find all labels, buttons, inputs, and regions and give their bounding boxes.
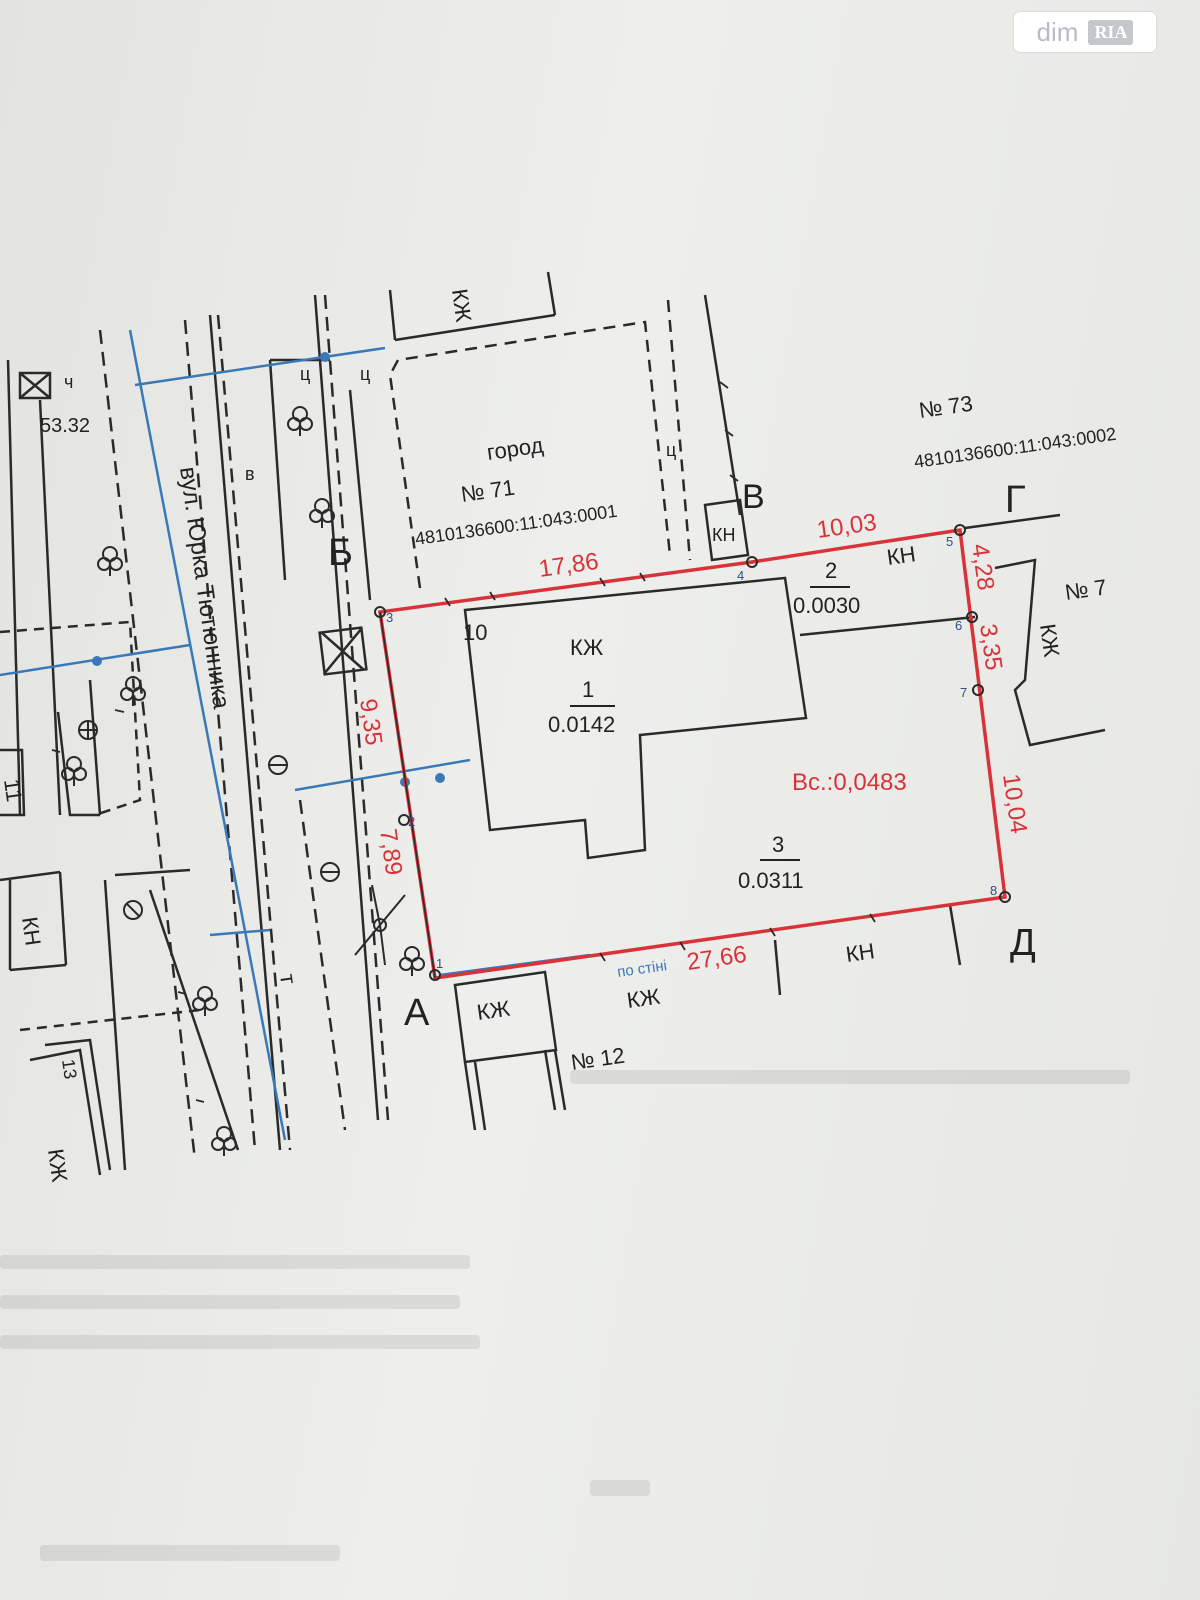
zone-1-id: 1 bbox=[582, 677, 594, 702]
elevation-label: 53.32 bbox=[40, 415, 90, 437]
point-B-label: Б bbox=[328, 532, 353, 574]
watermark-brand: dim bbox=[1036, 16, 1079, 47]
kn-shed: КН bbox=[712, 525, 735, 545]
plot-71-title: город bbox=[485, 432, 545, 465]
vertex-5: 5 bbox=[946, 534, 953, 549]
tree-icon bbox=[61, 406, 425, 1156]
kzh-12-box: КЖ bbox=[475, 995, 512, 1024]
point-G-label: Г bbox=[1005, 479, 1026, 521]
zone-2-area: 0.0030 bbox=[793, 593, 860, 618]
point-V-label: В bbox=[742, 478, 765, 516]
ts-label-2: ц bbox=[666, 440, 676, 460]
kzh-top: КЖ bbox=[447, 287, 476, 324]
vertex-markers bbox=[374, 524, 1011, 981]
plot-71-cadastral: 4810136600:11:043:0001 bbox=[414, 501, 619, 549]
vertex-8: 8 bbox=[990, 883, 997, 898]
street-lines bbox=[98, 294, 390, 1161]
zone-1-type: КЖ bbox=[570, 635, 604, 660]
plot-7-number: № 7 bbox=[1063, 574, 1108, 605]
plot-73-number: № 73 bbox=[917, 391, 974, 423]
total-area: Вс.:0,0483 bbox=[792, 769, 907, 796]
kzh-12: КЖ bbox=[625, 983, 662, 1012]
dim-da: 27,66 bbox=[685, 941, 748, 976]
dim-7d: 10,04 bbox=[997, 772, 1032, 835]
watermark-mark: RIA bbox=[1088, 19, 1134, 45]
vertex-6: 6 bbox=[955, 618, 962, 633]
v-label: в bbox=[245, 464, 255, 484]
dim-bv: 17,86 bbox=[537, 548, 600, 583]
kzh-7: КЖ bbox=[1035, 622, 1064, 659]
dim-ab: 9,35 bbox=[354, 697, 387, 747]
ts-label-3: ц bbox=[300, 364, 310, 384]
point-A-label: А bbox=[404, 992, 430, 1034]
dim-67: 3,35 bbox=[974, 622, 1007, 672]
plot-12-outline bbox=[453, 970, 567, 1131]
bleed-through-text bbox=[0, 1070, 1130, 1561]
vertex-4: 4 bbox=[737, 568, 744, 583]
kzh-left: КЖ bbox=[43, 1147, 72, 1184]
utility-nodes bbox=[92, 352, 445, 787]
by-wall-note: по стіні bbox=[616, 957, 668, 981]
utility-box-icon bbox=[18, 371, 368, 676]
dim-g6: 4,28 bbox=[966, 542, 999, 592]
ts-label-1: ц bbox=[360, 364, 370, 384]
vertex-3: 3 bbox=[386, 610, 393, 625]
well-icon bbox=[78, 720, 406, 966]
building-code: 10 bbox=[463, 620, 487, 645]
zone-1-area: 0.0142 bbox=[548, 712, 615, 737]
plot-11-number: 11 bbox=[0, 777, 27, 803]
plot-73-cadastral: 4810136600:11:043:0002 bbox=[913, 424, 1118, 472]
zone-2-id: 2 bbox=[825, 558, 837, 583]
house-outline bbox=[463, 576, 808, 860]
neighbor-outlines bbox=[773, 513, 1106, 996]
dim-vg: 10,03 bbox=[815, 509, 878, 544]
point-D-label: Д bbox=[1010, 922, 1036, 964]
dim-ria-watermark: dim RIA bbox=[1014, 12, 1156, 52]
ch-label: ч bbox=[64, 372, 73, 392]
vertex-2: 2 bbox=[408, 814, 415, 829]
zone-3-id: 3 bbox=[772, 832, 784, 857]
plot-71-number: № 71 bbox=[459, 475, 516, 507]
dim-a1: 7,89 bbox=[374, 827, 407, 877]
plot-13-number: 13 bbox=[58, 1058, 81, 1081]
zone-2-type: КН bbox=[885, 541, 917, 570]
parcel-boundary bbox=[378, 527, 1007, 980]
vertex-1: 1 bbox=[436, 956, 443, 971]
kn-bottom: КН bbox=[844, 938, 876, 967]
t-label: т bbox=[275, 972, 301, 985]
zone-3-area: 0.0311 bbox=[738, 868, 804, 893]
fence-ticks bbox=[51, 381, 876, 1103]
kn-left: КН bbox=[17, 915, 46, 947]
vertex-7: 7 bbox=[960, 685, 967, 700]
plot-11-outline bbox=[0, 359, 201, 1176]
